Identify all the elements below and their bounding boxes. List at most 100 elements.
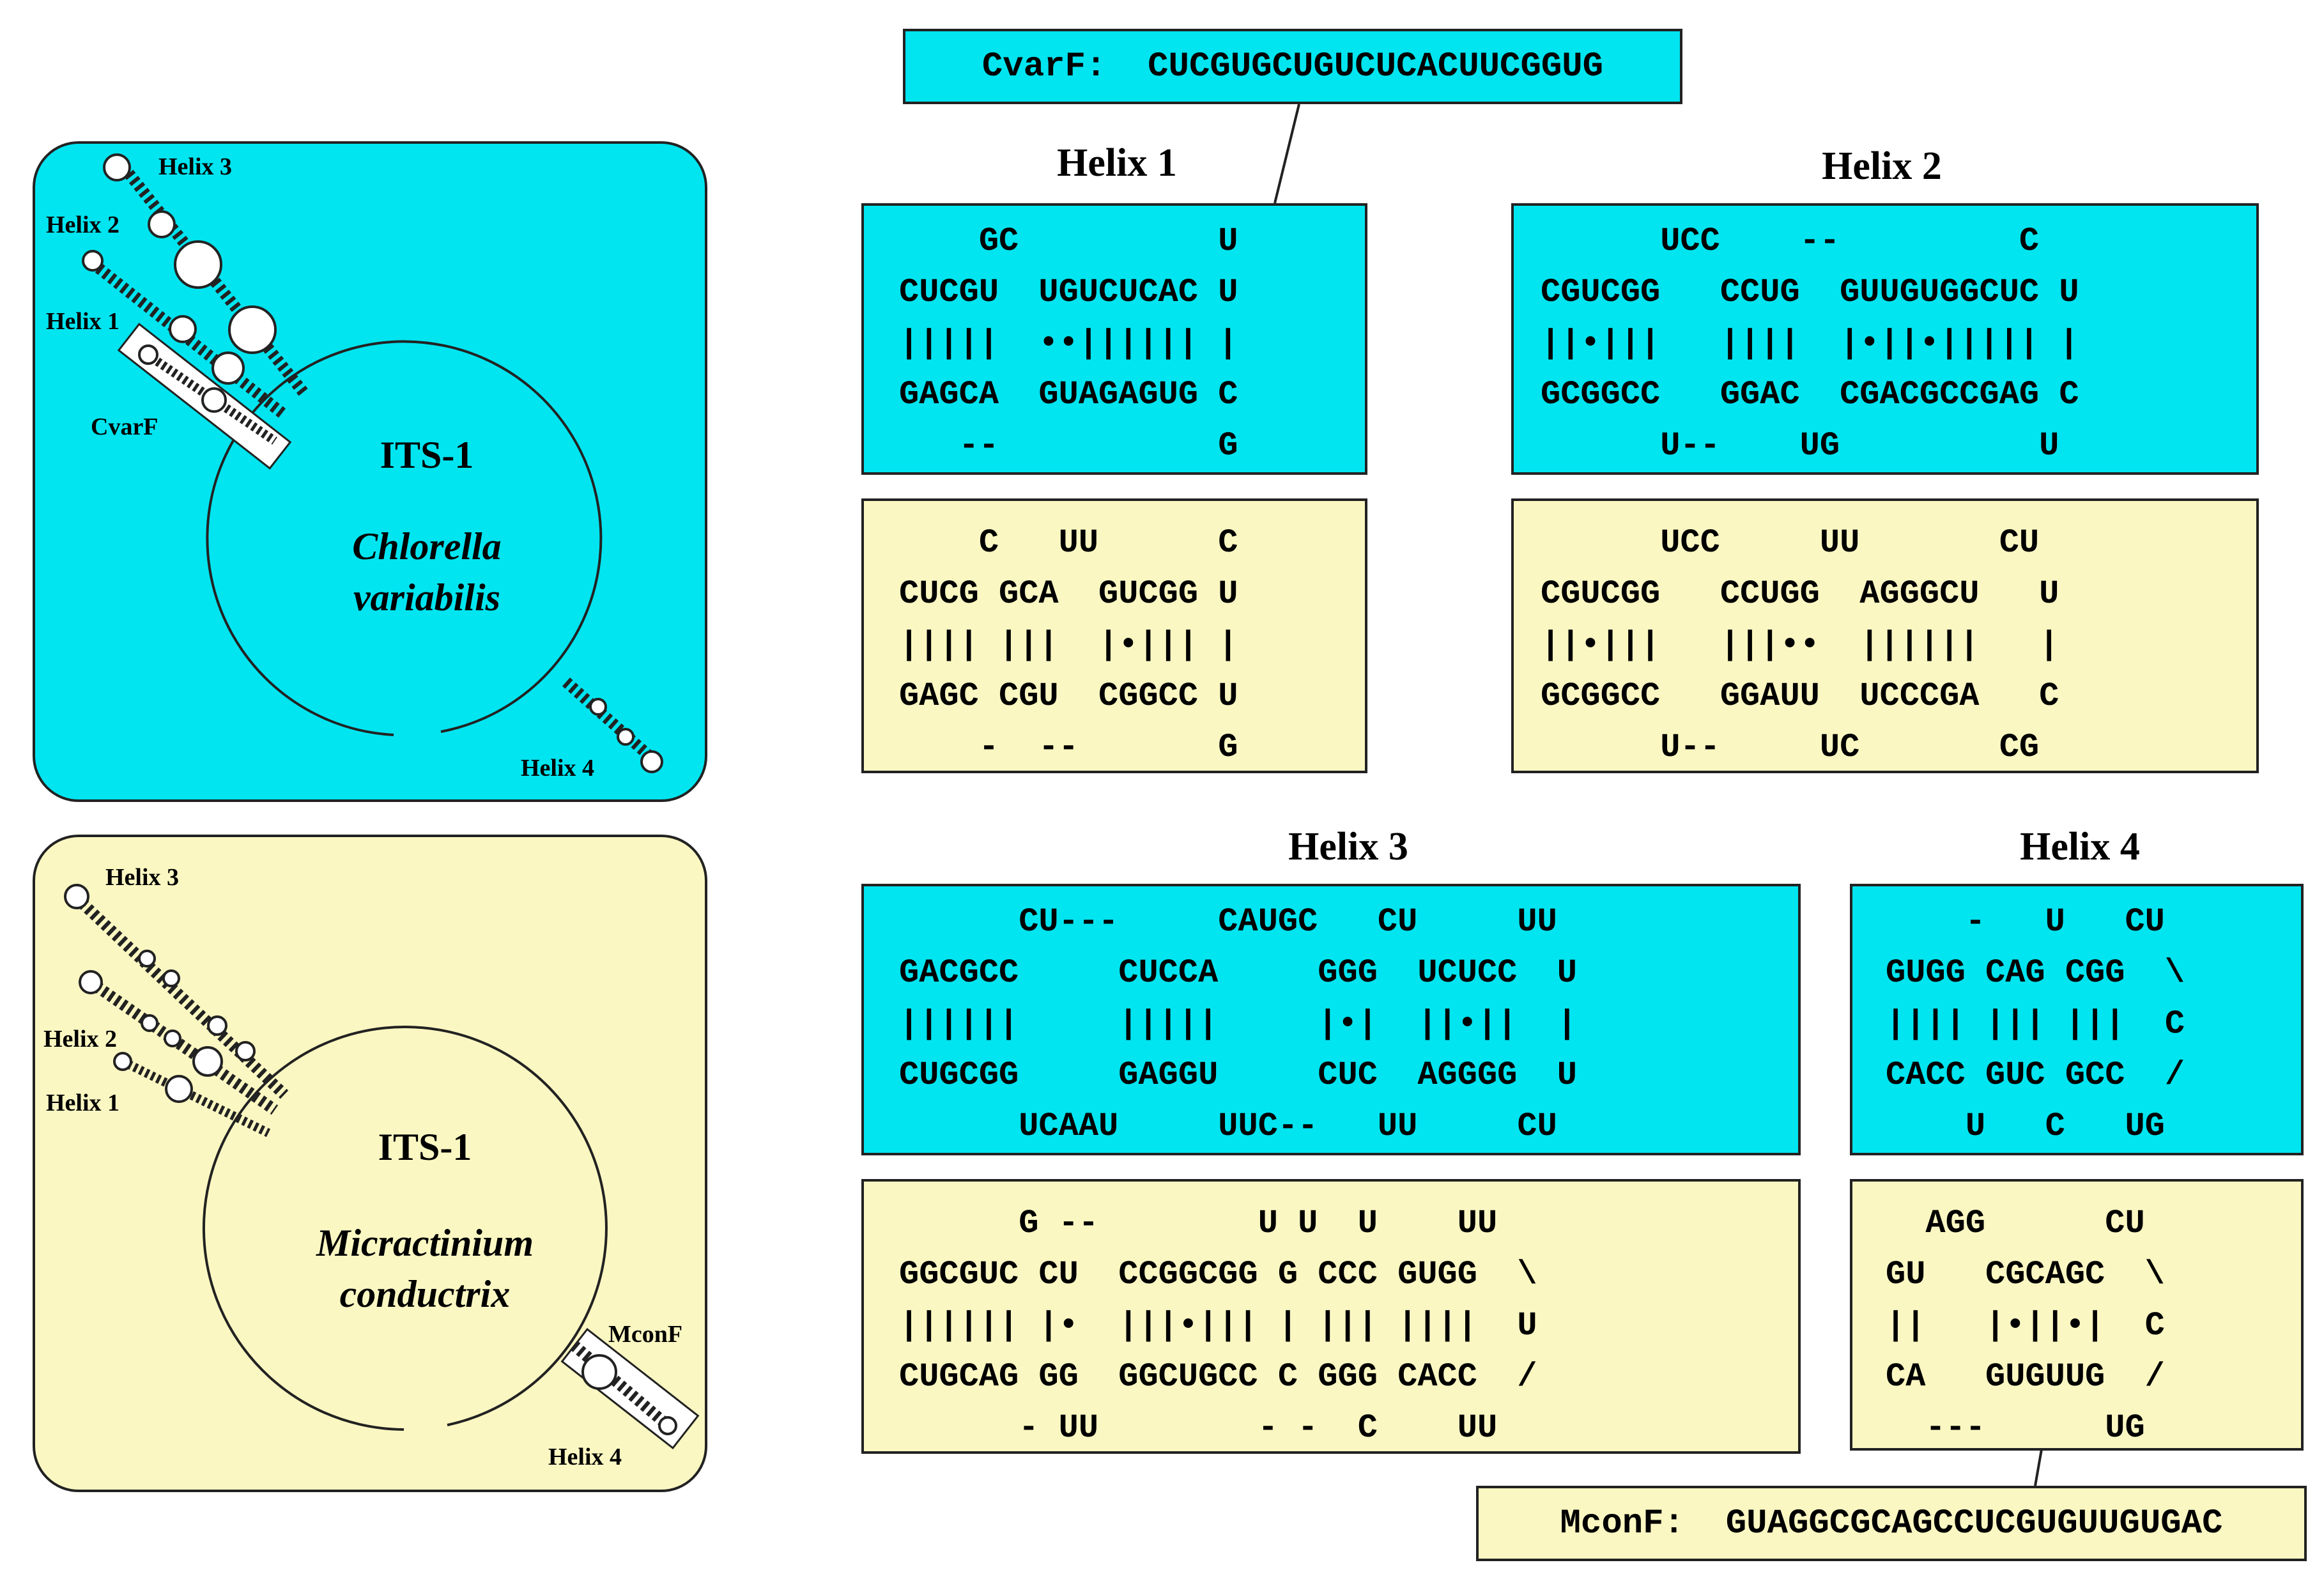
micractinium-overview: Helix 3 Helix 2 Helix 1 MconF Helix 4 IT… [33, 835, 707, 1492]
helix3-loop [235, 1041, 256, 1061]
helix3-label: Helix 3 [158, 153, 232, 180]
helix4-title: Helix 4 [2020, 825, 2140, 868]
helix1-terminal-loop [113, 1052, 132, 1071]
cvarf-primer-box: CvarF: CUCGUGCUGUCUCACUUCGGUG [903, 29, 1682, 104]
helix3-chlorella-row: UCAAU UUC-- UU CU [899, 1107, 1557, 1145]
helix4-chlorella-row: GUGG CAG CGG \ [1886, 954, 2185, 992]
helix1-micractinium-row: C UU C [899, 524, 1238, 562]
helix3-stem [72, 893, 289, 1099]
helix2-loop [192, 1046, 223, 1077]
helix3-micractinium-row: GGCGUC CU CCGGCGG G CCC GUGG \ [899, 1256, 1537, 1293]
helix2-loop [169, 315, 197, 343]
helix4-loop [617, 728, 635, 746]
chlorella-overview-frame [33, 141, 707, 802]
helix4-label: Helix 4 [548, 1444, 622, 1470]
helix1-label: Helix 1 [46, 1090, 119, 1116]
helix1-chlorella-row: GAGCA GUAGAGUG C [899, 376, 1238, 413]
helix3-micractinium-row: |||||| |• |||•||| | ||| |||| U [899, 1307, 1537, 1345]
helix1-micractinium-row: |||| ||| |•||| | [899, 626, 1238, 664]
helix2-chlorella-row: UCC -- C [1541, 222, 2040, 260]
helix4-micractinium-row: --- UG [1886, 1409, 2145, 1447]
helix3-terminal-loop [103, 153, 131, 181]
helix2-micractinium-row: ||•||| |||•• |||||| | [1541, 626, 2059, 664]
helix4-stem [570, 1341, 675, 1433]
helix1-label: Helix 1 [46, 308, 119, 335]
helix4-chlorella-row: U C UG [1886, 1107, 2165, 1145]
helix4-terminal-loop [640, 750, 663, 773]
helix1-chlorella-panel: GC U CUCGU UGUCUCAC U ||||| ••|||||| | G… [861, 203, 1367, 475]
helix4-chlorella-row: CACC GUC GCC / [1886, 1056, 2185, 1094]
helix2-loop [141, 1014, 158, 1032]
helix2-label: Helix 2 [43, 1026, 117, 1052]
helix2-micractinium-row: CGUCGG CCUGG AGGGCU U [1541, 575, 2059, 613]
helix3-micractinium-row: G -- U U U UU [899, 1205, 1498, 1242]
helix3-chlorella-panel: CU--- CAUGC CU UU GACGCC CUCCA GGG UCUCC… [861, 884, 1801, 1155]
helix2-micractinium-row: GCGGCC GGAUU UCCCGA C [1541, 677, 2059, 715]
helix3-loop [148, 210, 176, 238]
helix4-chlorella-row: - U CU [1886, 903, 2165, 941]
helix1-terminal-loop [138, 344, 158, 365]
its1-ring [206, 340, 603, 736]
helix2-loop [212, 351, 245, 385]
region-label: ITS-1 [380, 434, 474, 476]
helix3-loop [207, 1015, 227, 1036]
helix2-chlorella-row: CGUCGG CCUG GUUGUGGCUC U [1541, 274, 2079, 311]
helix2-loop [164, 1029, 181, 1047]
chlorella-overview: Helix 3 Helix 2 Helix 1 CvarF Helix 4 IT… [33, 141, 707, 802]
helix1-chlorella-row: CUCGU UGUCUCAC U [899, 274, 1238, 311]
species-name-line2: variabilis [353, 576, 500, 619]
helix4-micractinium-row: AGG CU [1886, 1205, 2145, 1242]
helix1-chlorella-row: ||||| ••|||||| | [899, 325, 1238, 362]
helix4-terminal-loop [658, 1416, 677, 1435]
helix2-micractinium-row: U-- UC CG [1541, 728, 2040, 766]
helix3-loop [138, 950, 156, 967]
helix2-chlorella-row: U-- UG U [1541, 427, 2059, 465]
helix3-micractinium-panel: G -- U U U UU GGCGUC CU CCGGCGG G CCC GU… [861, 1179, 1801, 1454]
helix4-micractinium-row: || |•||•| C [1886, 1307, 2165, 1345]
helix1-micractinium-panel: C UU C CUCG GCA GUCGG U |||| ||| |•||| |… [861, 498, 1367, 773]
helix1-micractinium-row: - -- G [899, 728, 1238, 766]
helix2-stem [89, 258, 289, 420]
helix2-chlorella-panel: UCC -- C CGUCGG CCUG GUUGUGGCUC U ||•|||… [1511, 203, 2259, 475]
cvarf-label: CvarF [91, 413, 158, 440]
cvarf-leader-line [1274, 104, 1300, 204]
helix2-terminal-loop [79, 970, 103, 994]
helix2-chlorella-row: ||•||| |||| |•||•||||| | [1541, 325, 2079, 362]
helix3-chlorella-row: CUGCGG GAGGU CUC AGGGG U [899, 1056, 1577, 1094]
helix4-micractinium-panel: AGG CU GU CGCAGC \ || |•||•| C CA GUGUUG… [1850, 1179, 2304, 1451]
helix3-chlorella-row: |||||| ||||| |•| ||•|| | [899, 1005, 1577, 1043]
helix3-chlorella-row: GACGCC CUCCA GGG UCUCC U [899, 954, 1577, 992]
helix2-terminal-loop [82, 250, 104, 272]
helix1-loop [165, 1075, 193, 1103]
helix4-stem [562, 677, 652, 760]
helix1-chlorella-row: GC U [899, 222, 1238, 260]
helix3-stem [119, 164, 311, 399]
helix3-loop [228, 305, 277, 354]
helix4-micractinium-row: CA GUGUUG / [1886, 1358, 2165, 1396]
helix4-micractinium-row: GU CGCAGC \ [1886, 1256, 2165, 1293]
region-label: ITS-1 [378, 1126, 472, 1168]
species-name-line2: conductrix [340, 1273, 511, 1315]
micractinium-overview-frame [33, 835, 707, 1492]
helix2-stem [87, 977, 279, 1115]
helix3-title: Helix 3 [1288, 825, 1408, 868]
helix4-chlorella-row: |||| ||| ||| C [1886, 1005, 2185, 1043]
helix1-title: Helix 1 [1057, 141, 1177, 185]
helix4-label: Helix 4 [521, 755, 594, 782]
helix2-micractinium-row: UCC UU CU [1541, 524, 2040, 562]
helix3-label: Helix 3 [105, 864, 179, 891]
its1-ring [203, 1026, 608, 1431]
helix3-chlorella-row: CU--- CAUGC CU UU [899, 903, 1557, 941]
helix2-micractinium-panel: UCC UU CU CGUCGG CCUGG AGGGCU U ||•||| |… [1511, 498, 2259, 773]
helix3-loop [174, 240, 222, 289]
helix2-label: Helix 2 [46, 212, 119, 238]
helix1-micractinium-row: GAGC CGU CGGCC U [899, 677, 1238, 715]
helix3-terminal-loop [64, 884, 89, 909]
helix3-loop [162, 969, 180, 987]
helix1-stem [120, 1057, 271, 1137]
helix3-micractinium-row: - UU - - C UU [899, 1409, 1498, 1447]
species-name-line1: Chlorella [352, 525, 501, 567]
mconf-label: MconF [608, 1321, 682, 1348]
